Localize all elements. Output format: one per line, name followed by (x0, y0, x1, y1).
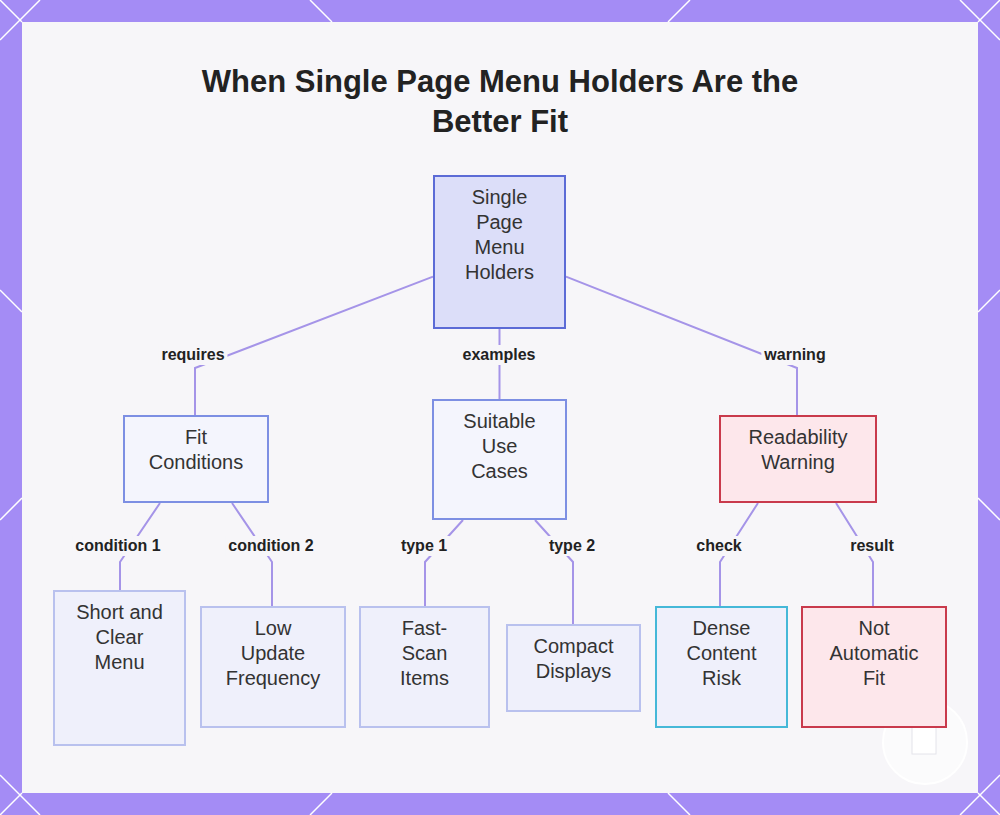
leaf-box: Compact Displays (506, 624, 641, 712)
category-box: Suitable Use Cases (432, 399, 567, 520)
deco-line (310, 793, 332, 815)
edge-label: type 2 (546, 536, 598, 556)
check-box: Dense Content Risk (655, 606, 788, 728)
connector-line (425, 520, 463, 606)
deco-line (978, 793, 1000, 815)
deco-line (960, 775, 1000, 815)
deco-line (978, 290, 1000, 312)
leaf-box: Short and Clear Menu (53, 590, 186, 746)
node-label: Readability Warning (733, 425, 863, 475)
node-label: Single Page Menu Holders (459, 185, 541, 285)
deco-line (960, 0, 1000, 40)
edge-label: warning (761, 345, 828, 365)
warning-box: Readability Warning (719, 415, 877, 503)
node-label: Short and Clear Menu (72, 600, 167, 675)
node-label: Low Update Frequency (223, 616, 323, 691)
node-label: Suitable Use Cases (457, 409, 542, 484)
result-box: Not Automatic Fit (801, 606, 947, 728)
edge-label: condition 1 (72, 536, 163, 556)
node-label: Fit Conditions (141, 425, 251, 475)
deco-line (310, 0, 332, 22)
connector-line (195, 277, 433, 415)
node-label: Fast-Scan Items (395, 616, 455, 691)
deco-line (0, 290, 22, 312)
deco-line (0, 793, 22, 815)
deco-line (978, 498, 1000, 520)
deco-line (0, 498, 22, 520)
leaf-box: Low Update Frequency (200, 606, 346, 728)
edge-label: examples (460, 345, 539, 365)
deco-line (0, 0, 40, 40)
edge-label: type 1 (398, 536, 450, 556)
edge-label: check (693, 536, 744, 556)
diagram-title: When Single Page Menu Holders Are the Be… (200, 62, 800, 142)
deco-line (668, 0, 690, 22)
node-label: Not Automatic Fit (824, 616, 924, 691)
deco-line (0, 775, 40, 815)
edge-label: requires (158, 345, 227, 365)
root-box: Single Page Menu Holders (433, 175, 566, 329)
category-box: Fit Conditions (123, 415, 269, 503)
node-label: Dense Content Risk (677, 616, 767, 691)
node-label: Compact Displays (528, 634, 620, 684)
deco-line (978, 0, 1000, 22)
edge-label: result (847, 536, 897, 556)
edge-label: condition 2 (225, 536, 316, 556)
deco-line (0, 0, 22, 22)
leaf-box: Fast-Scan Items (359, 606, 490, 728)
deco-line (668, 793, 690, 815)
